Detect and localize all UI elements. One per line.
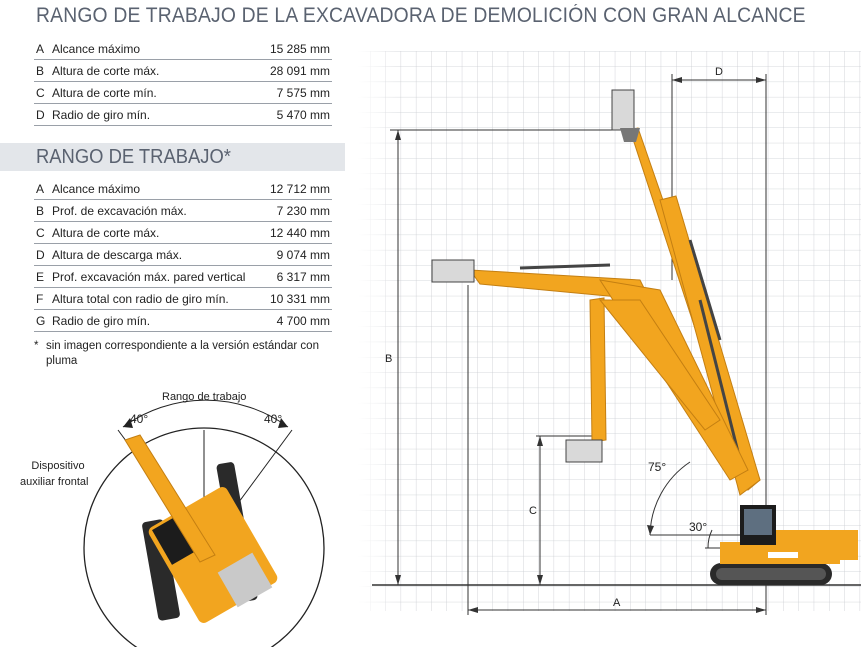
dimension-a-label: A: [613, 597, 621, 609]
footnote: * sin imagen correspondiente a la versió…: [34, 339, 324, 369]
spec-key: A: [34, 38, 52, 60]
spec-label: Radio de giro mín.: [52, 309, 264, 332]
spec-key: D: [34, 243, 52, 266]
spec-label: Altura de corte mín.: [52, 81, 230, 104]
spec-label: Prof. excavación máx. pared vertical: [52, 265, 264, 288]
spec-value: 28 091 mm: [229, 59, 332, 82]
spec-label: Altura de descarga máx.: [52, 243, 264, 266]
top-view: [83, 399, 325, 647]
spec-value: 15 285 mm: [229, 38, 332, 60]
spec-label: Altura total con radio de giro mín.: [52, 287, 264, 310]
spec-key: C: [34, 221, 52, 244]
spec-value: 6 317 mm: [264, 265, 332, 288]
spec-key: B: [34, 199, 52, 222]
angle-30-label: 30°: [689, 520, 708, 534]
spec-label: Alcance máximo: [52, 178, 264, 200]
spec-value: 4 700 mm: [264, 309, 332, 332]
device-label-line2: auxiliar frontal: [20, 476, 89, 488]
spec-value: 10 331 mm: [264, 287, 332, 310]
dimension-d: [671, 74, 767, 500]
spec-value: 9 074 mm: [264, 243, 332, 266]
angle-right-label: 40°: [264, 412, 283, 426]
spec-key: D: [34, 103, 52, 126]
dimension-b-label: B: [385, 353, 393, 365]
device-label: Dispositivo: [28, 460, 88, 472]
spec-key: B: [34, 59, 52, 82]
footnote-text: sin imagen correspondiente a la versión …: [46, 340, 319, 367]
device-label-line1: Dispositivo: [31, 460, 85, 472]
page-title: RANGO DE TRABAJO DE LA EXCAVADORA DE DEM…: [36, 4, 806, 27]
spec-key: A: [34, 178, 52, 200]
excavator-side-view: [431, 89, 858, 585]
spec-label: Altura de corte máx.: [52, 221, 264, 244]
dimension-c: [536, 435, 595, 585]
angle-75-label: 75°: [648, 460, 667, 474]
grid-background: [358, 51, 861, 611]
spec-label: Altura de corte máx.: [52, 59, 230, 82]
spec-key: E: [34, 265, 52, 288]
section-title: RANGO DE TRABAJO*: [36, 146, 231, 168]
spec-key: G: [34, 309, 52, 332]
top-view-title: Rango de trabajo: [162, 391, 247, 403]
dimension-c-label: C: [529, 505, 537, 517]
dimension-d-label: D: [715, 66, 723, 78]
spec-key: C: [34, 81, 52, 104]
spec-value: 12 712 mm: [264, 178, 332, 200]
spec-label: Alcance máximo: [52, 38, 230, 60]
angle-left-label: 40°: [130, 412, 149, 426]
spec-label: Radio de giro mín.: [52, 103, 230, 126]
spec-value: 7 575 mm: [229, 81, 332, 104]
section-header: RANGO DE TRABAJO*: [0, 143, 345, 171]
spec-key: F: [34, 287, 52, 310]
footnote-star: *: [34, 340, 39, 352]
spec-value: 7 230 mm: [264, 199, 332, 222]
grid-fade: [358, 51, 398, 611]
spec-value: 5 470 mm: [229, 103, 332, 126]
spec-value: 12 440 mm: [264, 221, 332, 244]
dimension-b: [390, 129, 622, 585]
spec-label: Prof. de excavación máx.: [52, 199, 264, 222]
